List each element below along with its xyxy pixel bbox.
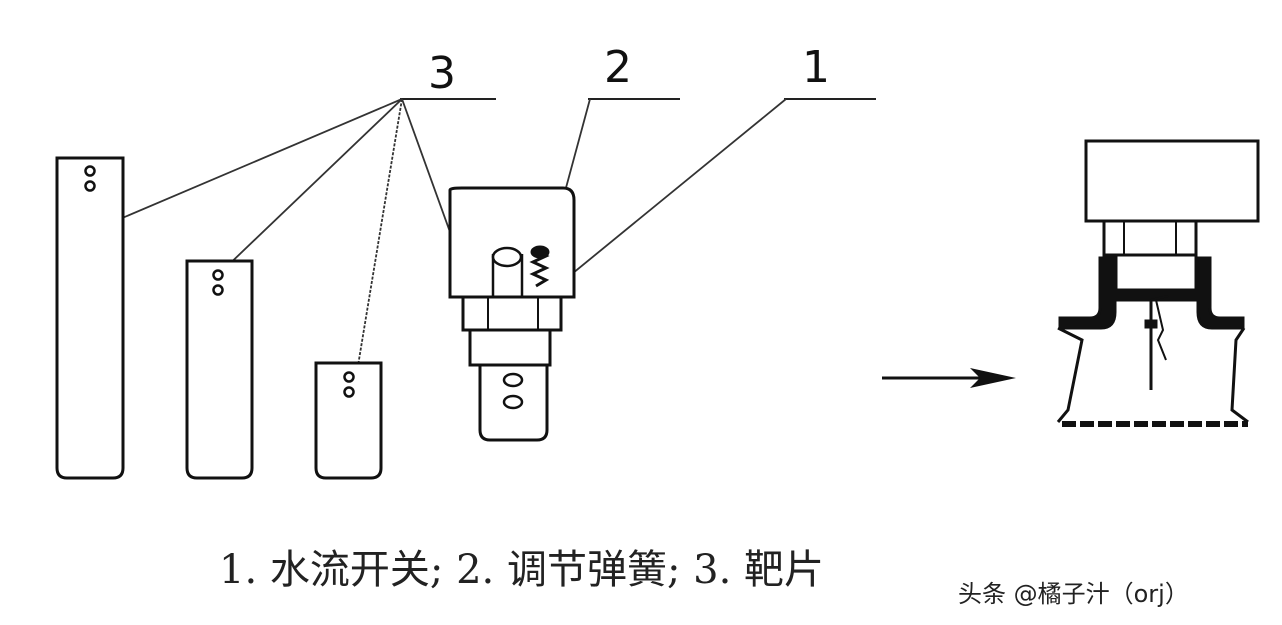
installed-assembly <box>1056 139 1260 427</box>
switch-housing <box>448 186 576 299</box>
adjusting-spring <box>529 245 550 288</box>
leader-3-to-medium-paddle <box>219 98 403 274</box>
arrow-right <box>882 368 1016 388</box>
target-paddle-short <box>314 361 383 480</box>
pipe-body <box>1056 326 1249 424</box>
figure-caption: 1. 水流开关; 2. 调节弹簧; 3. 靶片 <box>219 547 824 593</box>
target-paddle-long <box>55 156 125 480</box>
assembly-hex-nut <box>1102 219 1198 257</box>
water-flow-switch <box>448 186 576 442</box>
assembly-housing <box>1084 139 1260 223</box>
label-3: 3 <box>428 48 456 99</box>
switch-hex-nut <box>461 295 563 332</box>
leader-3-to-long-paddle <box>79 98 403 237</box>
assembly-spring <box>1155 299 1167 361</box>
target-paddle-medium <box>185 259 254 480</box>
switch-paddle <box>478 363 549 442</box>
label-1: 1 <box>802 42 830 93</box>
leader-3-to-short-paddle <box>353 98 403 391</box>
watermark: 头条 @橘子汁（orj） <box>958 580 1189 608</box>
switch-stem <box>468 328 552 367</box>
leader-lines-3 <box>79 98 499 391</box>
label-2: 2 <box>604 42 632 93</box>
